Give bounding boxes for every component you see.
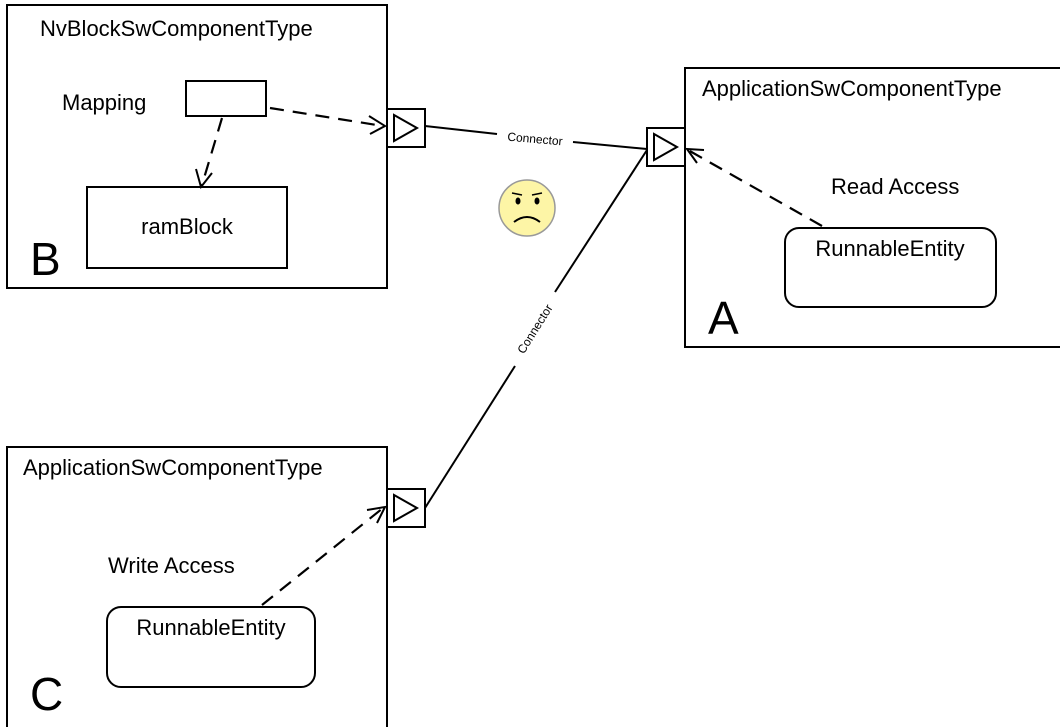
mapping-label: Mapping <box>62 90 146 115</box>
port-a-triangle-icon <box>653 132 680 162</box>
component-a[interactable]: ApplicationSwComponentType Read Access R… <box>646 67 1060 348</box>
arrowhead-icon <box>368 115 387 135</box>
port-a[interactable] <box>646 127 686 167</box>
arrowhead-icon <box>366 505 387 524</box>
component-b-letter: B <box>30 233 61 285</box>
arrowhead-icon <box>195 168 213 190</box>
connector-b-a-label: Connector <box>507 130 563 149</box>
runnable-entity-c-label: RunnableEntity <box>136 615 285 640</box>
connector-c-a-label: Connector <box>514 302 555 356</box>
port-c[interactable] <box>386 488 426 528</box>
ramblock-box[interactable] <box>86 186 288 269</box>
mapping-box[interactable] <box>185 80 267 117</box>
read-access-label: Read Access <box>831 174 959 199</box>
connector-c-a-line-2 <box>554 149 648 293</box>
sad-face-icon <box>498 179 556 237</box>
mapping-to-ramblock-arrow <box>195 117 224 190</box>
connector-b-a[interactable]: Connector <box>424 125 648 150</box>
component-c-frame <box>6 446 388 727</box>
connector-c-a-line-1 <box>424 365 516 509</box>
component-a-letter: A <box>708 292 739 344</box>
ramblock-label: ramBlock <box>141 214 234 239</box>
runnable-entity-a-label: RunnableEntity <box>815 236 964 261</box>
write-access-label: Write Access <box>108 553 235 578</box>
connector-b-a-line-2 <box>572 141 648 150</box>
component-a-frame <box>684 67 1060 348</box>
runnable-entity-c[interactable] <box>106 606 316 688</box>
port-b[interactable] <box>386 108 426 148</box>
component-c[interactable]: ApplicationSwComponentType Write Access … <box>6 446 426 727</box>
write-access-arrow <box>261 505 387 606</box>
component-a-type: ApplicationSwComponentType <box>702 76 1002 101</box>
runnable-entity-a[interactable] <box>784 227 997 308</box>
port-c-triangle-icon <box>393 493 420 523</box>
arrowhead-icon <box>684 147 705 164</box>
component-b[interactable]: NvBlockSwComponentType Mapping ramBlock … <box>6 4 426 289</box>
component-c-type: ApplicationSwComponentType <box>23 455 323 480</box>
connector-b-a-line-1 <box>424 125 498 135</box>
read-access-arrow <box>684 147 823 227</box>
port-b-triangle-icon <box>393 113 420 143</box>
mapping-to-port-b-arrow <box>269 106 387 135</box>
component-b-frame <box>6 4 388 289</box>
component-b-type: NvBlockSwComponentType <box>40 16 313 41</box>
component-c-letter: C <box>30 668 63 720</box>
